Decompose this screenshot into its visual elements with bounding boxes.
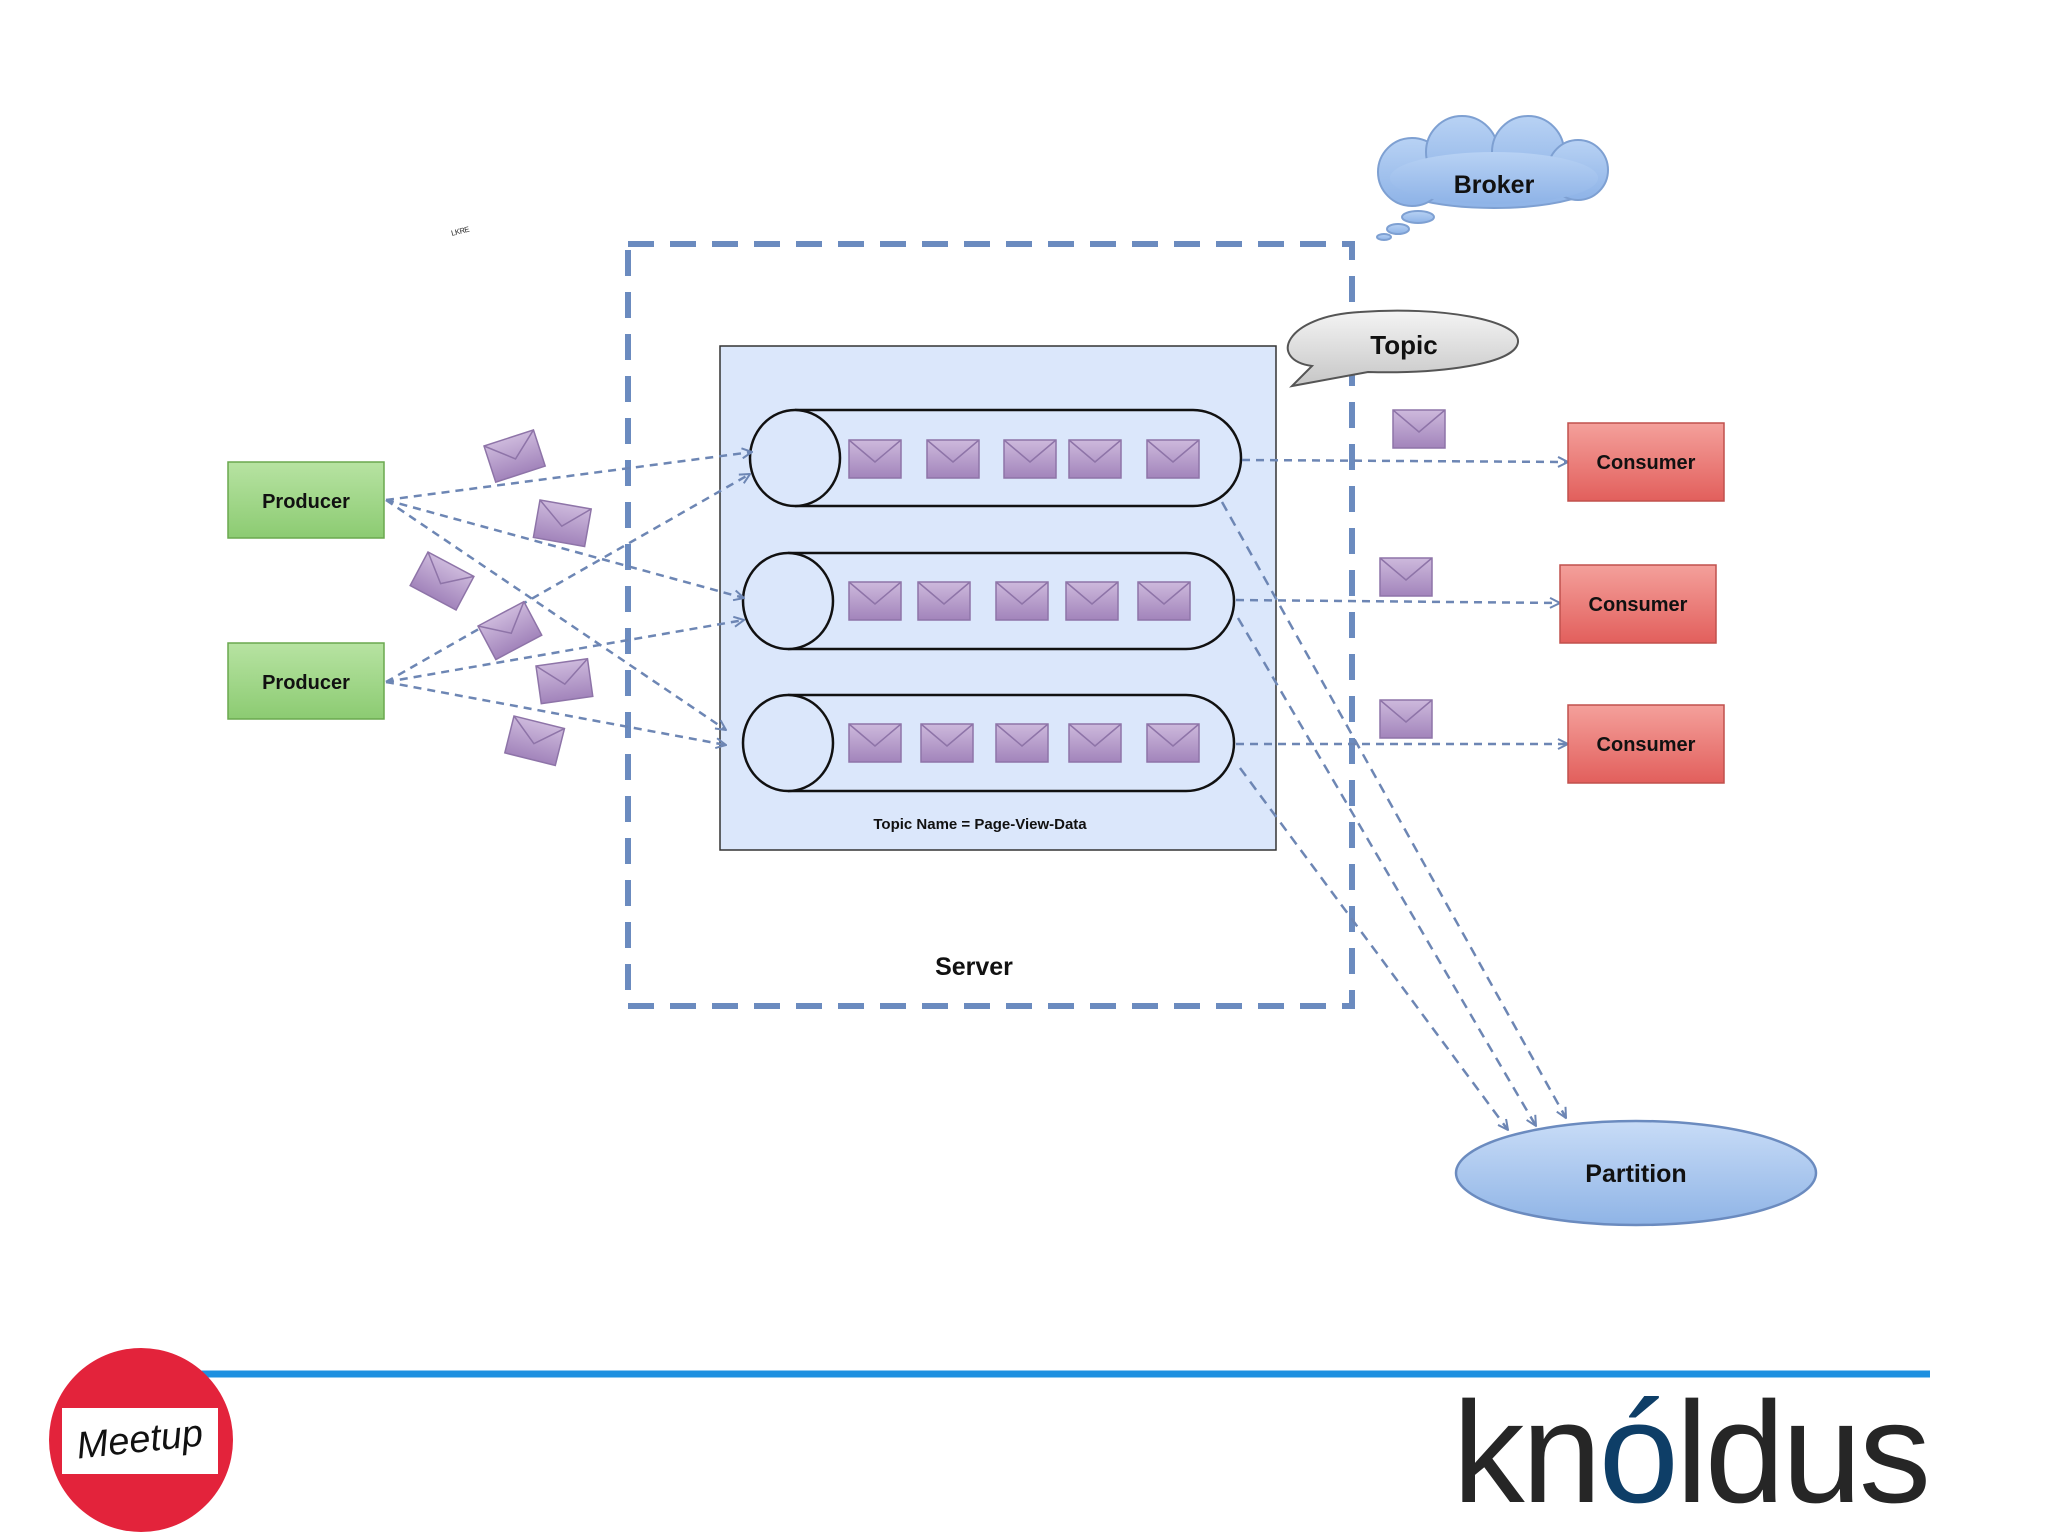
broker-cloud: Broker: [1376, 115, 1609, 241]
partition-node: Partition: [1454, 1119, 1818, 1227]
producer-node-2: Producer: [227, 642, 385, 720]
scribble-mark: ᴸᴷᴿᴱ: [451, 225, 472, 241]
consumer-label: Consumer: [1589, 594, 1688, 616]
log-1-messages: [848, 439, 1200, 479]
topic-name-label: Topic Name = Page-View-Data: [873, 816, 1087, 833]
producer-node-1: Producer: [227, 461, 385, 539]
server-label: Server: [935, 953, 1013, 981]
broker-label: Broker: [1454, 171, 1535, 199]
producer-label: Producer: [262, 672, 350, 694]
partition-log-2: [741, 551, 1236, 651]
brand-accent: ó: [1599, 1372, 1676, 1533]
transit-messages-consumer: [1379, 409, 1446, 739]
partition-label: Partition: [1585, 1160, 1686, 1188]
meetup-logo: Meetup: [49, 1348, 233, 1532]
partition-arrows: [1220, 501, 1568, 1130]
brand-prefix: kn: [1453, 1372, 1599, 1533]
partition-log-3: [741, 693, 1236, 793]
consumer-node-3: Consumer: [1567, 704, 1725, 784]
producer-label: Producer: [262, 491, 350, 513]
server-boundary: [625, 241, 1355, 1009]
log-3-messages: [848, 723, 1200, 763]
consumer-label: Consumer: [1597, 734, 1696, 756]
knoldus-logo: knóldus: [1453, 1372, 1928, 1533]
brand-suffix: ldus: [1676, 1372, 1928, 1533]
partition-log-1: [748, 408, 1243, 508]
consumer-arrows: [1235, 460, 1568, 744]
consumer-label: Consumer: [1597, 452, 1696, 474]
log-2-messages: [848, 581, 1191, 621]
producer-arrows: [385, 452, 752, 745]
consumer-node-2: Consumer: [1559, 564, 1717, 644]
topic-label: Topic: [1370, 330, 1437, 360]
consumer-node-1: Consumer: [1567, 422, 1725, 502]
topic-callout: Topic: [1286, 309, 1520, 388]
